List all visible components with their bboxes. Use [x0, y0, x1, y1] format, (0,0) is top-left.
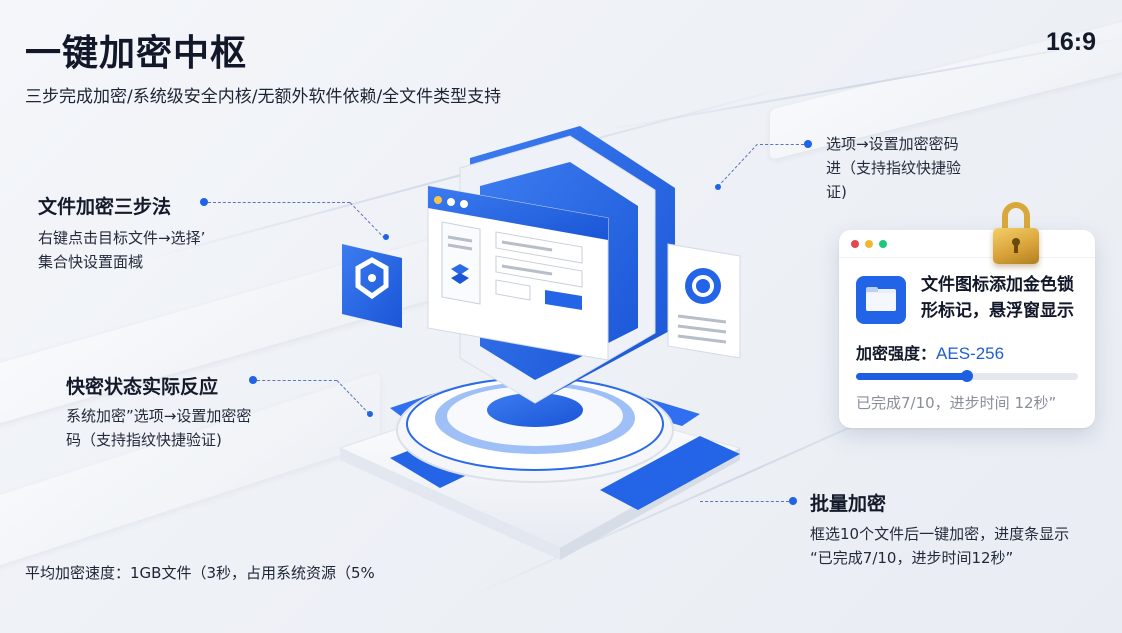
maximize-dot[interactable] [879, 239, 887, 248]
leader-dot [200, 198, 208, 206]
leader-line [257, 380, 337, 381]
leader-line [760, 144, 804, 145]
callout-top-right-body: 选项→设置加密密码 进（支持指纹快捷验 证) [826, 132, 961, 204]
leader-line [208, 202, 350, 203]
callout-status-body: 系统加密”选项→设置加密密 码（支持指纹快捷验证) [66, 404, 251, 452]
encryption-hub-illustration [338, 126, 742, 560]
callout-line: 集合快设置面棫 [38, 253, 144, 271]
padlock-icon [993, 202, 1039, 264]
callout-line: 进（支持指纹快捷验 [826, 159, 962, 177]
page-title: 一键加密中枢 [25, 33, 248, 74]
callout-batch-title: 批量加密 [810, 493, 887, 515]
minimize-dot[interactable] [865, 239, 873, 248]
callout-batch-body: 框选10个文件后一键加密，进度条显示 “已完成7/10，进步时间12秒” [810, 522, 1069, 570]
leader-dot [383, 234, 389, 240]
encryption-strength: 加密强度：AES-256 [856, 340, 1004, 364]
document-card [667, 243, 741, 359]
shield-tile [342, 244, 402, 328]
callout-three-steps-title: 文件加密三步法 [38, 196, 172, 218]
progress-fill [856, 373, 967, 380]
panel-titlebar [839, 230, 1095, 258]
footer-stats: 平均加密速度：1GB文件（3秒，占用系统资源（5% [25, 564, 375, 582]
callout-line: 码（支持指纹快捷验证) [66, 431, 222, 449]
leader-dot [789, 497, 797, 505]
callout-line: “已完成7/10，进步时间12秒” [810, 549, 1014, 567]
callout-line: 证) [826, 183, 847, 201]
strength-value: AES-256 [936, 344, 1005, 363]
folder-icon [856, 276, 906, 324]
leader-line [700, 501, 789, 502]
page-subtitle: 三步完成加密/系统级安全内核/无额外软件依赖/全文件类型支持 [25, 87, 502, 107]
callout-line: 选项→设置加密密码 [826, 135, 959, 153]
panel-description: 文件图标添加金色锁 形标记，悬浮窗显示 [921, 272, 1074, 324]
close-dot[interactable] [851, 239, 859, 248]
panel-description-line: 文件图标添加金色锁 [921, 275, 1074, 295]
strength-label: 加密强度： [856, 344, 937, 363]
leader-dot [715, 184, 721, 190]
progress-bar [856, 370, 1078, 382]
encryption-status-panel: 文件图标添加金色锁 形标记，悬浮窗显示 加密强度：AES-256 已完成7/10… [839, 230, 1095, 428]
leader-dot [249, 376, 257, 384]
callout-line: 系统加密”选项→设置加密密 [66, 407, 252, 425]
aspect-ratio-label: 16:9 [1045, 28, 1096, 56]
concentric-rings [396, 377, 674, 483]
panel-description-line: 形标记，悬浮窗显示 [921, 301, 1074, 321]
progress-knob [961, 370, 973, 382]
callout-line: 框选10个文件后一键加密，进度条显示 [810, 525, 1070, 543]
progress-status: 已完成7/10，进步时间 12秒” [856, 394, 1057, 412]
browser-window [427, 185, 609, 361]
callout-line: 右键点击目标文件→选择’ [38, 229, 206, 247]
leader-dot [367, 411, 373, 417]
callout-three-steps-body: 右键点击目标文件→选择’ 集合快设置面棫 [38, 226, 205, 274]
callout-status-title: 快密状态实际反应 [66, 376, 219, 398]
leader-dot [804, 140, 812, 148]
